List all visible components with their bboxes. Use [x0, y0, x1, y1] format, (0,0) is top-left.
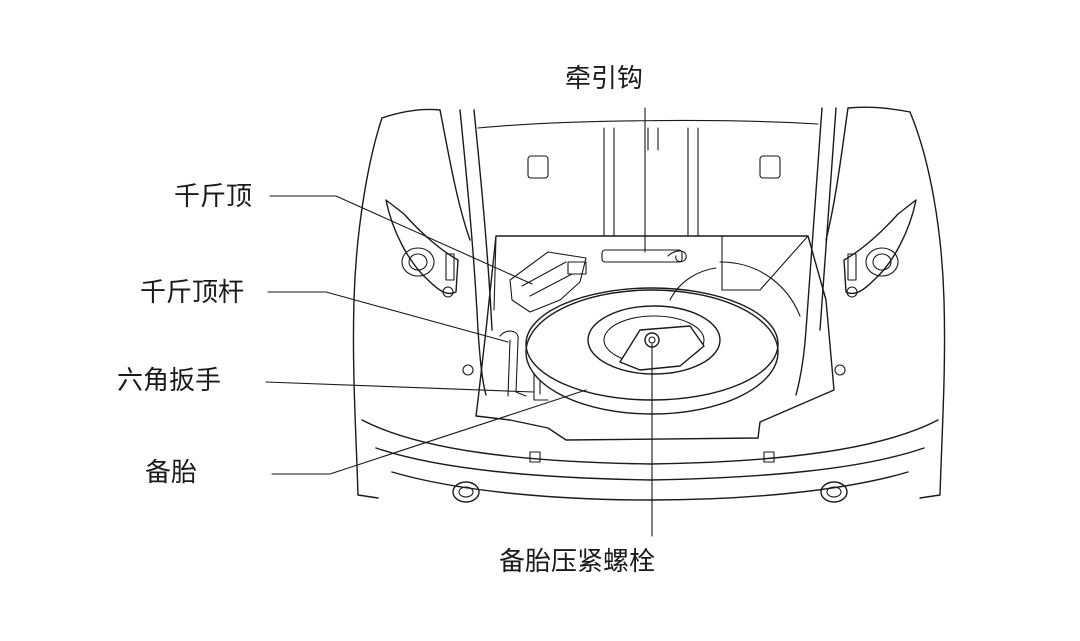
left-tail-light — [385, 199, 459, 298]
label-tow-hook: 牵引钩 — [565, 64, 644, 94]
exhaust-pipes — [452, 481, 848, 503]
jack-handle — [499, 330, 527, 397]
tow-hook — [601, 249, 687, 263]
label-spare-tire: 备胎 — [145, 458, 198, 488]
jack — [509, 251, 587, 313]
label-spare-tire-bolt: 备胎压紧螺栓 — [499, 547, 656, 577]
label-jack-handle: 千斤顶杆 — [140, 278, 245, 308]
leader-lines — [265, 107, 653, 537]
car-body — [352, 106, 946, 503]
right-tail-light — [843, 199, 917, 298]
label-hex-wrench: 六角扳手 — [117, 366, 222, 396]
trunk-storage-tray — [475, 235, 835, 441]
label-jack: 千斤顶 — [174, 182, 253, 212]
